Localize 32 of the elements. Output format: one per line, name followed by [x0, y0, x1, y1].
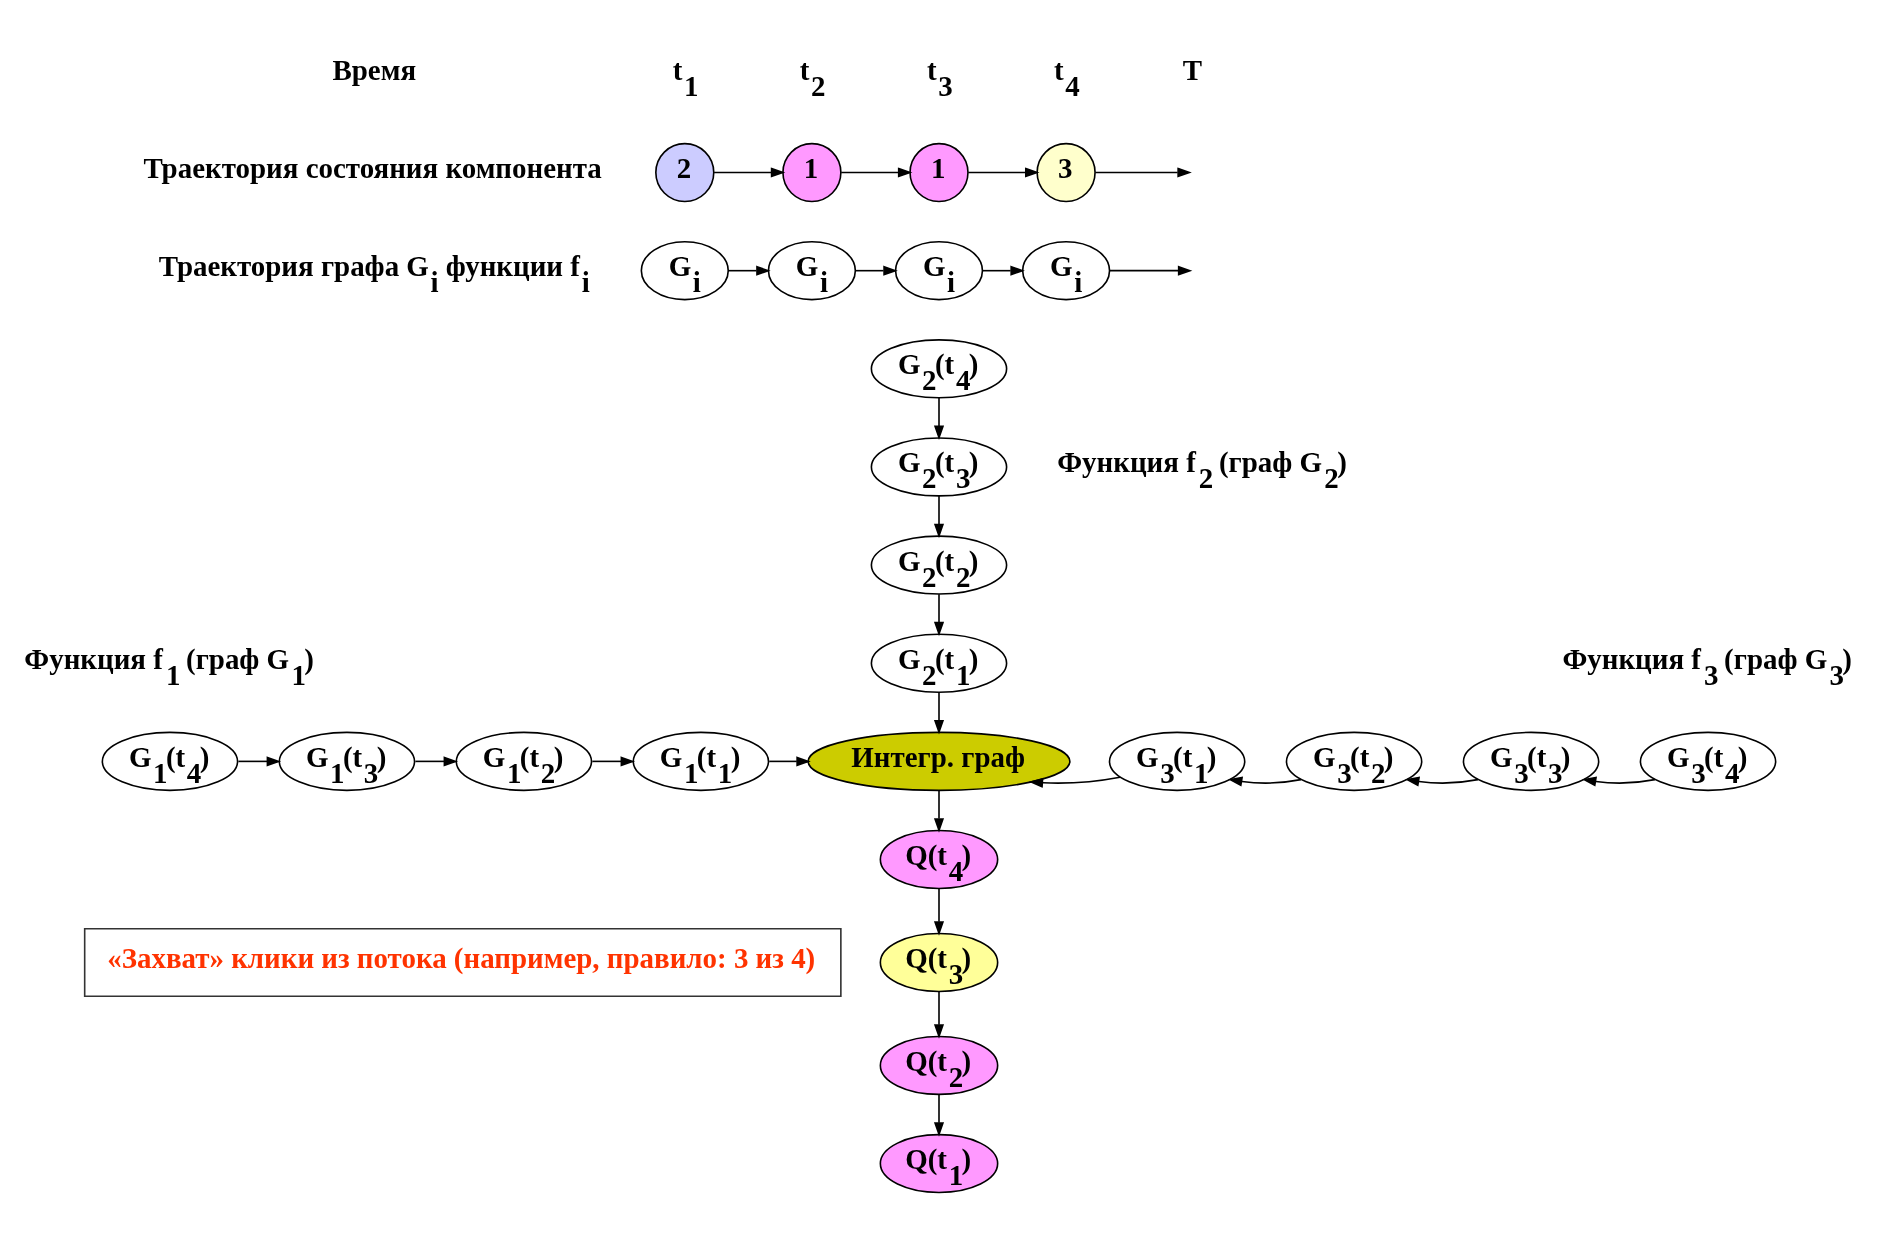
node-circle: 1 [782, 142, 842, 202]
arrow [1109, 265, 1193, 276]
label: Время [332, 53, 417, 86]
arrow [933, 691, 945, 734]
arrow [933, 789, 945, 833]
node-box: «Захват» клики из потока (например, правило: 3 из 4) [83, 927, 842, 997]
arrow [933, 990, 945, 1039]
arrow [981, 265, 1025, 276]
arrow [1094, 166, 1192, 178]
label: Траектория состояния компонента [143, 151, 602, 184]
arrow [840, 166, 913, 178]
arrow [1404, 776, 1479, 787]
arrow [713, 166, 786, 178]
arrow [854, 265, 898, 276]
node-circle: 2 [655, 142, 715, 202]
arrow [933, 396, 945, 440]
arrow [967, 166, 1040, 178]
arrow [933, 887, 945, 936]
node-circle: 1 [909, 142, 969, 202]
node-circle: 3 [1036, 142, 1096, 202]
arrow [933, 592, 945, 636]
arrow [591, 755, 636, 766]
arrow [1028, 775, 1121, 788]
arrow [1581, 776, 1656, 787]
arrow [237, 755, 282, 766]
arrow [727, 265, 771, 276]
arrow [933, 1093, 945, 1137]
arrow [1227, 776, 1302, 787]
label: T [1182, 53, 1203, 86]
arrow [933, 494, 945, 538]
arrow [414, 755, 459, 766]
arrow [768, 755, 811, 766]
